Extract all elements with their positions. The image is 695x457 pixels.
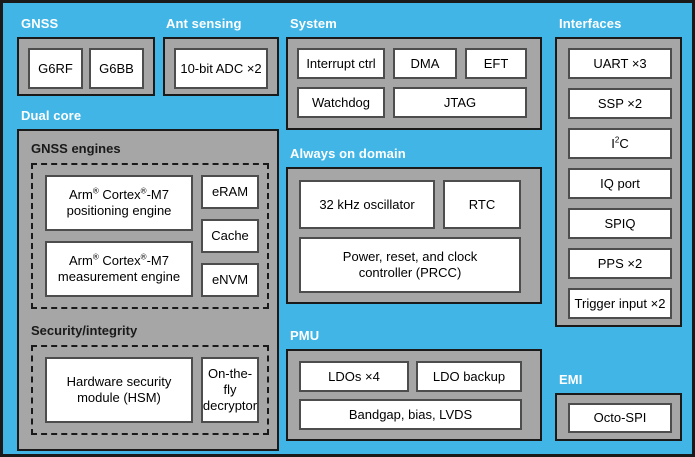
block-ldo-backup: LDO backup (416, 361, 522, 392)
section-label-emi: EMI (559, 372, 583, 387)
dashed-group-gnss-engines: Arm® Cortex®-M7 positioning engine Arm® … (31, 163, 269, 309)
block-ssp: SSP ×2 (568, 88, 672, 119)
block-cortex-m7-positioning: Arm® Cortex®-M7 positioning engine (45, 175, 193, 231)
section-label-ant-sensing: Ant sensing (166, 16, 242, 31)
section-label-always-on-domain: Always on domain (290, 146, 406, 161)
section-label-pmu: PMU (290, 328, 320, 343)
block-cache: Cache (201, 219, 259, 253)
block-i2c-label: I2C (611, 135, 629, 151)
block-cortex-m7-positioning-line2: positioning engine (66, 203, 172, 218)
block-eram: eRAM (201, 175, 259, 209)
block-trigger-input: Trigger input ×2 (568, 288, 672, 319)
block-otf-decryptor: On-the-fly decryptor (201, 357, 259, 423)
block-rtc: RTC (443, 180, 521, 229)
block-dma: DMA (393, 48, 457, 79)
block-hsm: Hardware security module (HSM) (45, 357, 193, 423)
block-spiq: SPIQ (568, 208, 672, 239)
block-cortex-m7-measurement-line2: measurement engine (57, 269, 181, 284)
block-cortex-m7-measurement: Arm® Cortex®-M7 measurement engine (45, 241, 193, 297)
block-octo-spi: Octo-SPI (568, 403, 672, 433)
block-interrupt-ctrl: Interrupt ctrl (297, 48, 385, 79)
block-eft: EFT (465, 48, 527, 79)
section-label-dual-core: Dual core (21, 108, 82, 123)
panel-dual-core: GNSS engines Arm® Cortex®-M7 positioning… (17, 129, 279, 451)
panel-interfaces: UART ×3 SSP ×2 I2C IQ port SPIQ PPS ×2 T… (555, 37, 682, 327)
section-label-interfaces: Interfaces (559, 16, 622, 31)
block-bandgap-bias-lvds: Bandgap, bias, LVDS (299, 399, 522, 430)
panel-gnss: G6RF G6BB (17, 37, 155, 96)
group-label-gnss-engines: GNSS engines (31, 141, 121, 156)
block-i2c: I2C (568, 128, 672, 159)
block-cortex-m7-positioning-line1: Arm® Cortex®-M7 (69, 186, 169, 202)
block-uart: UART ×3 (568, 48, 672, 79)
panel-system: Interrupt ctrl DMA EFT Watchdog JTAG (286, 37, 542, 130)
block-pps: PPS ×2 (568, 248, 672, 279)
block-cortex-m7-measurement-line1: Arm® Cortex®-M7 (69, 252, 169, 268)
block-prcc: Power, reset, and clock controller (PRCC… (299, 237, 521, 293)
group-label-security-integrity: Security/integrity (31, 323, 138, 338)
section-label-gnss: GNSS (21, 16, 59, 31)
block-envm: eNVM (201, 263, 259, 297)
block-ldos: LDOs ×4 (299, 361, 409, 392)
block-iq-port: IQ port (568, 168, 672, 199)
block-jtag: JTAG (393, 87, 527, 118)
block-watchdog: Watchdog (297, 87, 385, 118)
block-g6bb: G6BB (89, 48, 144, 89)
panel-always-on-domain: 32 kHz oscillator RTC Power, reset, and … (286, 167, 542, 304)
dashed-group-security-integrity: Hardware security module (HSM) On-the-fl… (31, 345, 269, 435)
block-g6rf: G6RF (28, 48, 83, 89)
section-label-system: System (290, 16, 337, 31)
block-32khz-oscillator: 32 kHz oscillator (299, 180, 435, 229)
panel-emi: Octo-SPI (555, 393, 682, 441)
block-adc: 10-bit ADC ×2 (174, 48, 268, 89)
panel-ant-sensing: 10-bit ADC ×2 (163, 37, 279, 96)
panel-pmu: LDOs ×4 LDO backup Bandgap, bias, LVDS (286, 349, 542, 441)
